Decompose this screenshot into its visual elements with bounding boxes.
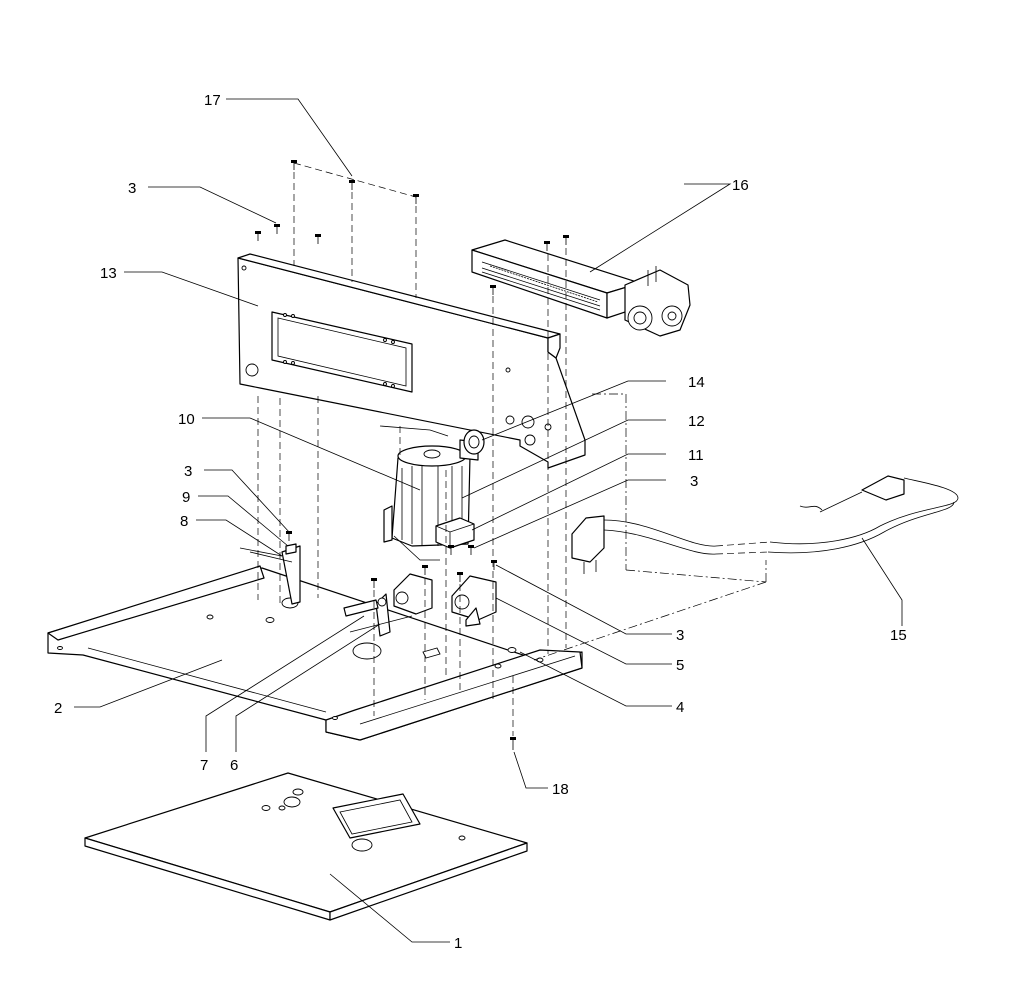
callout-16: 16 bbox=[732, 177, 749, 194]
screw-3e bbox=[371, 578, 377, 588]
screw-3h bbox=[491, 560, 497, 570]
part-13-rear-panel bbox=[237, 253, 586, 469]
part-7-bracket bbox=[343, 593, 413, 637]
callout-9: 9 bbox=[182, 489, 190, 506]
assembly-lines bbox=[257, 162, 767, 736]
callout-12: 12 bbox=[688, 413, 705, 430]
part-1-bottom-plate bbox=[84, 772, 528, 921]
callout-13: 13 bbox=[100, 265, 117, 282]
screw-17c bbox=[413, 194, 419, 204]
callout-15: 15 bbox=[890, 627, 907, 644]
callout-4: 4 bbox=[676, 699, 684, 716]
part-15-power-cord bbox=[571, 475, 959, 574]
callout-5: 5 bbox=[676, 657, 684, 674]
screw-16b bbox=[563, 235, 569, 245]
part-16-tangential-fan bbox=[471, 239, 691, 337]
callouts: 17 3 16 13 14 10 12 11 3 3 9 8 15 3 5 2 … bbox=[54, 92, 907, 952]
part-8-9-sensor-bracket bbox=[239, 543, 301, 605]
screw-3c bbox=[315, 234, 321, 244]
callout-3: 3 bbox=[690, 473, 698, 490]
screw-3j bbox=[468, 545, 474, 555]
part-14-grommet bbox=[463, 429, 485, 455]
callout-7: 7 bbox=[200, 757, 208, 774]
part-2-base-tray bbox=[47, 565, 583, 741]
callout-3: 3 bbox=[184, 463, 192, 480]
callout-6: 6 bbox=[230, 757, 238, 774]
callout-14: 14 bbox=[688, 374, 705, 391]
part-5-valve-right bbox=[451, 575, 497, 627]
callout-11: 11 bbox=[688, 447, 704, 464]
callout-1: 1 bbox=[454, 935, 462, 952]
part-6-valve-left bbox=[393, 573, 433, 615]
callout-3: 3 bbox=[676, 627, 684, 644]
screw-3f bbox=[422, 565, 428, 575]
screw-3a bbox=[274, 224, 280, 234]
screw-3i bbox=[448, 545, 454, 555]
callout-10: 10 bbox=[178, 411, 195, 428]
screw-3g bbox=[457, 572, 463, 582]
screw-16a bbox=[544, 241, 550, 251]
screw-3b bbox=[255, 231, 261, 241]
screw-17b bbox=[349, 180, 355, 190]
callout-18: 18 bbox=[552, 781, 569, 798]
part-11-terminal-block bbox=[435, 517, 475, 549]
callout-3: 3 bbox=[128, 180, 136, 197]
callout-17: 17 bbox=[204, 92, 221, 109]
callout-8: 8 bbox=[180, 513, 188, 530]
leader-lines bbox=[74, 98, 903, 943]
screw-17a bbox=[291, 160, 297, 170]
screw-18 bbox=[510, 737, 516, 750]
screw-16c bbox=[490, 285, 496, 295]
callout-2: 2 bbox=[54, 700, 62, 717]
